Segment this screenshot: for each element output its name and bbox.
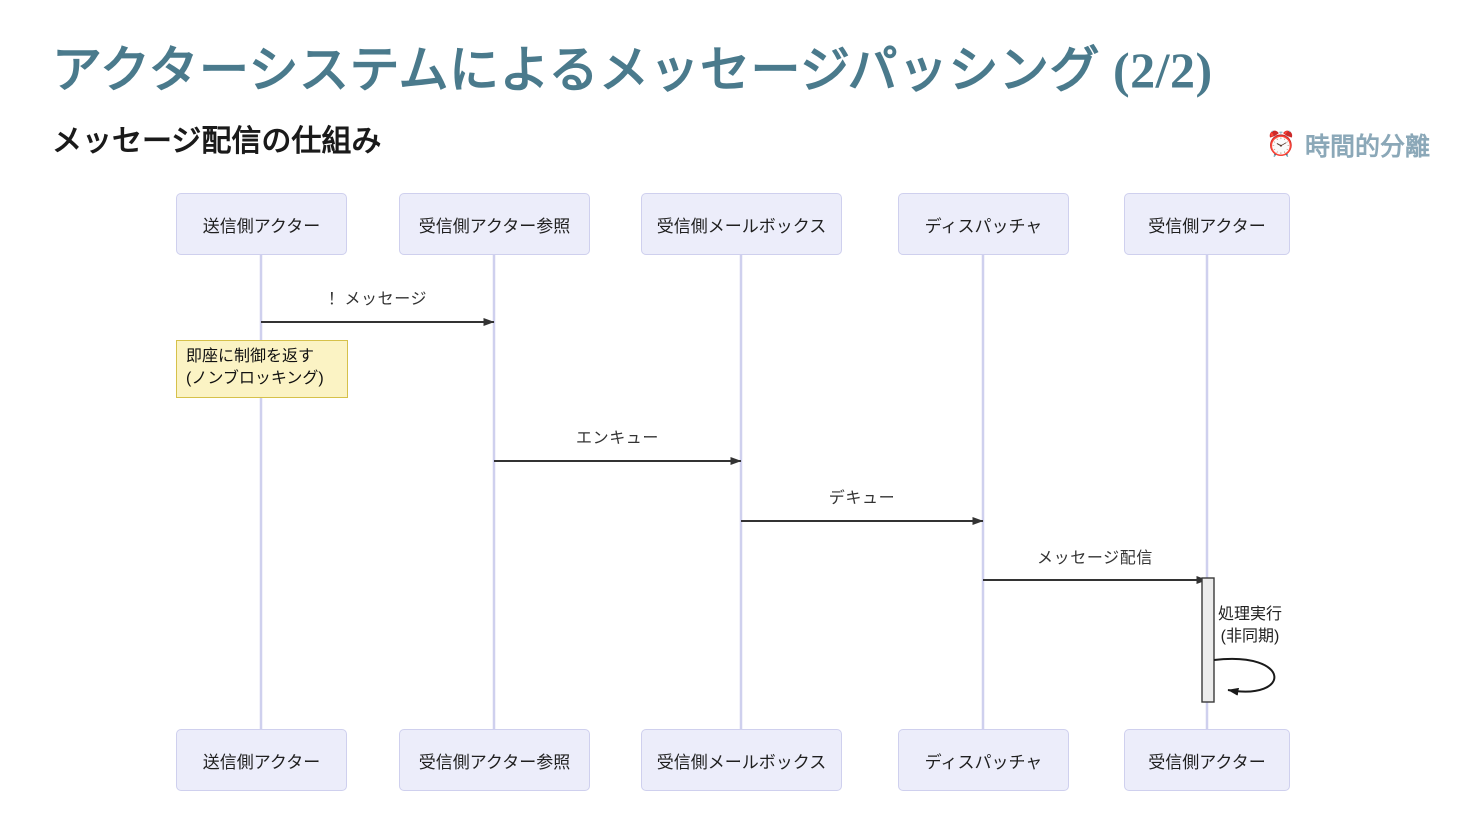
- participant-label: 送信側アクター: [202, 752, 321, 772]
- participant-mailbox-top[interactable]: 受信側メールボックス: [641, 193, 842, 255]
- participant-sender-top[interactable]: 送信側アクター: [176, 193, 347, 255]
- message-label-m1: ！メッセージ: [327, 291, 428, 308]
- note-line-2: (ノンブロッキング): [186, 370, 324, 388]
- self-message-label-line-2: (非同期): [1220, 627, 1280, 645]
- message-label-m4: メッセージ配信: [1037, 550, 1153, 567]
- self-message-label-line-1: 処理実行: [1218, 606, 1283, 623]
- participant-label: ディスパッチャ: [924, 752, 1043, 772]
- participant-receiver-top[interactable]: 受信側アクター: [1124, 193, 1290, 255]
- participant-actorref-top[interactable]: 受信側アクター参照: [399, 193, 590, 255]
- participant-sender-bottom[interactable]: 送信側アクター: [176, 729, 347, 791]
- note-line-1: 即座に制御を返す: [186, 348, 315, 365]
- header-badge-label: 時間的分離: [1304, 134, 1430, 161]
- participant-label: 受信側アクター: [1148, 216, 1266, 236]
- message-label-m2: エンキュー: [575, 430, 660, 447]
- participant-label: 受信側メールボックス: [656, 216, 827, 236]
- header-badge: ⏰ 時間的分離: [1266, 127, 1430, 163]
- participant-label: 受信側アクター: [1148, 752, 1266, 772]
- activation-bar-receiver: [1201, 577, 1215, 703]
- participant-label: 受信側アクター参照: [418, 216, 571, 236]
- participant-receiver-bottom[interactable]: 受信側アクター: [1124, 729, 1290, 791]
- participant-label: 受信側メールボックス: [656, 752, 827, 772]
- self-message-label: 処理実行 (非同期): [1218, 604, 1282, 647]
- lifeline-group: [259, 255, 1209, 729]
- page-subtitle: メッセージ配信の仕組み: [52, 125, 382, 158]
- self-message-loop-group: [1213, 657, 1276, 696]
- activation-bar-group: [1201, 577, 1215, 703]
- participant-dispatcher-bottom[interactable]: ディスパッチャ: [898, 729, 1069, 791]
- page-title: アクターシステムによるメッセージパッシング (2/2): [52, 42, 1213, 98]
- self-message-loop: [1213, 657, 1276, 696]
- message-arrow-group: [261, 318, 1208, 584]
- alarm-clock-icon: ⏰: [1266, 131, 1296, 158]
- participant-dispatcher-top[interactable]: ディスパッチャ: [898, 193, 1069, 255]
- note-nonblocking: 即座に制御を返す (ノンブロッキング): [176, 340, 348, 399]
- participant-mailbox-bottom[interactable]: 受信側メールボックス: [641, 729, 842, 791]
- message-label-m3: デキュー: [828, 490, 896, 507]
- participant-label: 送信側アクター: [202, 216, 321, 236]
- participant-label: ディスパッチャ: [924, 216, 1043, 236]
- participant-label: 受信側アクター参照: [418, 752, 571, 772]
- slide-header: アクターシステムによるメッセージパッシング (2/2) メッセージ配信の仕組み …: [0, 0, 1470, 175]
- participant-actorref-bottom[interactable]: 受信側アクター参照: [399, 729, 590, 791]
